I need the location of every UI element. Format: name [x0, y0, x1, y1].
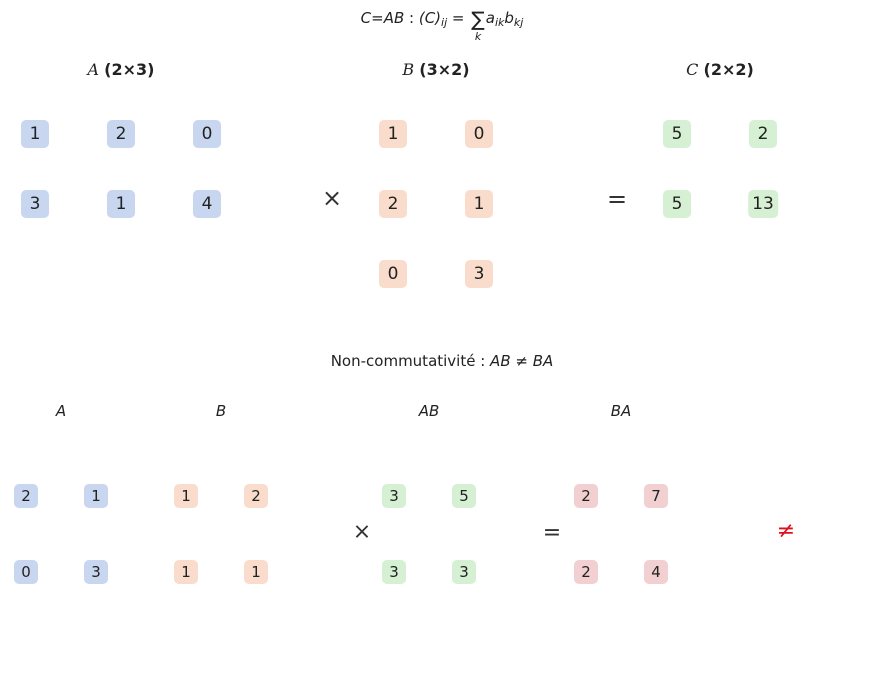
bottom-a-cell: 2 [14, 484, 38, 508]
matrix-b-name: B [402, 60, 415, 79]
title-neq: ≠ [510, 352, 533, 370]
sum-symbol: ∑k [471, 7, 485, 42]
title-ab: AB [490, 352, 511, 370]
formula-kj: kj [513, 16, 524, 29]
matrix-c-cell: 5 [663, 190, 691, 218]
bottom-ba-cell: 7 [644, 484, 668, 508]
bottom-a-cell: 0 [14, 560, 38, 584]
matrix-a-cell: 1 [21, 120, 49, 148]
formula-ab: AB [383, 9, 405, 27]
matrix-a-cell: 4 [193, 190, 221, 218]
matrix-a-cell: 1 [107, 190, 135, 218]
bottom-ab-label: AB [418, 402, 440, 420]
bottom-a-cell: 1 [84, 484, 108, 508]
bottom-b-cell: 2 [244, 484, 268, 508]
matrix-a-dim: (2×3) [104, 60, 155, 79]
bottom-b-cell: 1 [174, 484, 198, 508]
matrix-b-label: B (3×2) [402, 60, 469, 79]
bottom-times-operator: × [352, 519, 372, 545]
bottom-ab-cell: 3 [382, 560, 406, 584]
matrix-a-cell: 3 [21, 190, 49, 218]
formula-eq2: = [447, 9, 470, 27]
bottom-ba-label: BA [610, 402, 632, 420]
matrix-a-cell: 0 [193, 120, 221, 148]
bottom-ba-cell: 2 [574, 484, 598, 508]
bottom-ab-cell: 5 [452, 484, 476, 508]
matrix-c-cell: 13 [748, 190, 778, 218]
matrix-c-label: C (2×2) [686, 60, 754, 79]
matrix-b-cell: 2 [379, 190, 407, 218]
bottom-b-cell: 1 [174, 560, 198, 584]
matrix-b-cell: 3 [465, 260, 493, 288]
matrix-a-name: A [87, 60, 100, 79]
sum-glyph: ∑ [471, 7, 485, 31]
matrix-b-dim: (3×2) [419, 60, 470, 79]
not-equal-icon: ≠ [776, 518, 796, 544]
formula-b: b [504, 9, 514, 27]
bottom-a-cell: 3 [84, 560, 108, 584]
matrix-c-name: C [686, 60, 699, 79]
non-commutativity-title: Non-commutativité : AB ≠ BA [331, 352, 554, 370]
matrix-b-cell: 0 [379, 260, 407, 288]
bottom-ba-cell: 2 [574, 560, 598, 584]
formula-cij: (C) [418, 9, 442, 27]
bottom-ba-cell: 4 [644, 560, 668, 584]
bottom-b-label: B [215, 402, 227, 420]
matrix-a-label: A (2×3) [88, 60, 155, 79]
title-text: Non-commutativité : [330, 352, 491, 370]
matrix-c-cell: 5 [663, 120, 691, 148]
formula-eq: = [371, 9, 384, 27]
bottom-ab-cell: 3 [452, 560, 476, 584]
bottom-b-cell: 1 [244, 560, 268, 584]
formula-ik: ik [494, 16, 505, 29]
matrix-b-cell: 1 [379, 120, 407, 148]
formula-a: a [485, 9, 495, 27]
equals-operator: = [606, 185, 628, 213]
matrix-c-dim: (2×2) [703, 60, 754, 79]
matrix-b-cell: 0 [465, 120, 493, 148]
matrix-c-cell: 2 [749, 120, 777, 148]
matrix-a-cell: 2 [107, 120, 135, 148]
matrix-b-cell: 1 [465, 190, 493, 218]
bottom-a-label: A [55, 402, 67, 420]
bottom-equals-operator: = [542, 520, 562, 546]
formula-colon: : [404, 9, 419, 27]
bottom-ab-cell: 3 [382, 484, 406, 508]
formula-c: C [360, 9, 372, 27]
sum-index: k [474, 30, 482, 43]
times-operator: × [321, 184, 343, 212]
title-ba: BA [532, 352, 554, 370]
formula-ij: ij [441, 16, 448, 29]
